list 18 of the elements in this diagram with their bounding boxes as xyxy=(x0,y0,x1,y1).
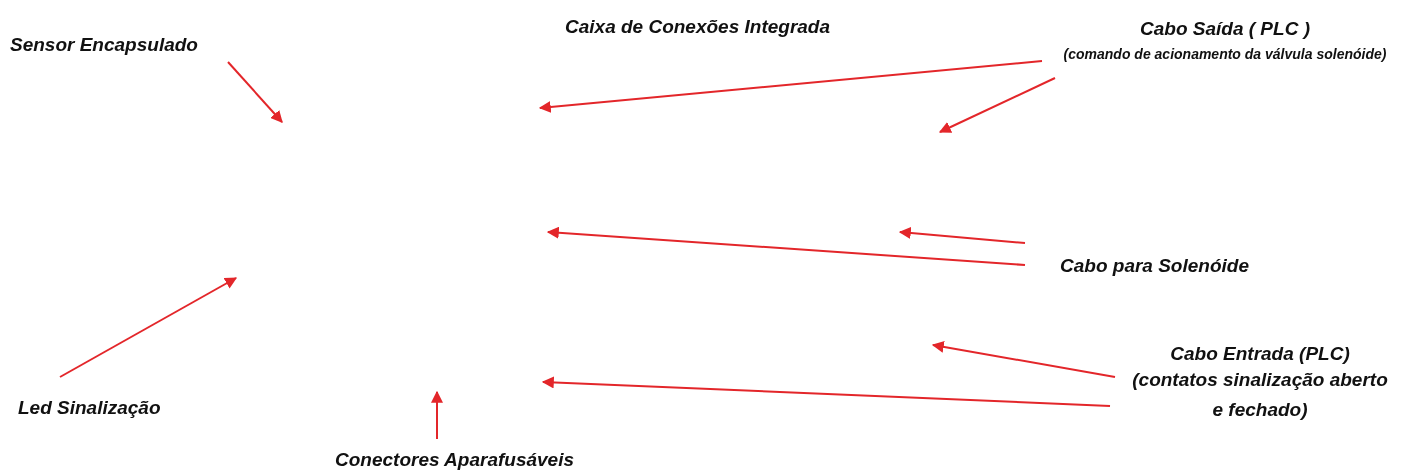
part-label: Caixa de Conexões Integrada xyxy=(565,16,831,38)
callout-label: Cabo para Solenóide xyxy=(1060,255,1250,277)
leader-arrow xyxy=(227,61,283,123)
callout-label: Cabo Entrada (PLC) xyxy=(1169,343,1351,365)
callout-label: Sensor Encapsulado xyxy=(10,34,199,56)
leader-arrow xyxy=(59,277,238,378)
callout-label: Conectores Aparafusáveis xyxy=(335,449,575,471)
leader-arrow xyxy=(898,226,1026,244)
leader-arrow xyxy=(938,77,1056,133)
callout-label: Led Sinalização xyxy=(18,397,162,419)
leader-arrow xyxy=(541,376,1111,407)
leader-arrow xyxy=(538,60,1043,113)
leader-arrow xyxy=(931,340,1116,378)
leader-arrow xyxy=(546,226,1026,266)
callout-label: Cabo Saída ( PLC ) xyxy=(1139,18,1311,40)
callout-note: (comando de acionamento da válvula solenóide) xyxy=(1062,45,1388,64)
callout-note: (contatos sinalização aberto e fechado) xyxy=(1131,368,1389,422)
leader-arrow xyxy=(431,390,443,440)
